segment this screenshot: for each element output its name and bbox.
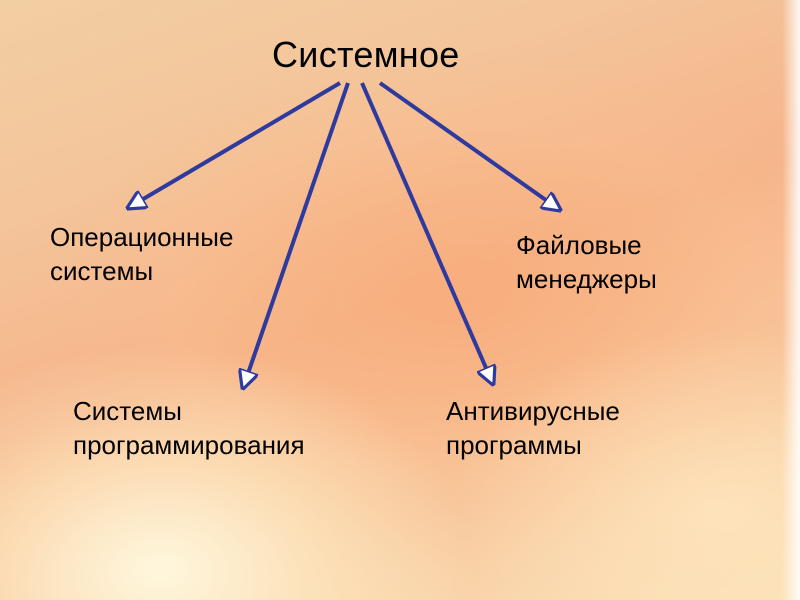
node-operating-systems: Операционные системы <box>50 220 233 289</box>
node-label-line: Операционные <box>50 222 234 252</box>
arrow-to-antivirus <box>360 82 493 384</box>
node-label-line: Системы <box>73 396 182 426</box>
arrow-to-programming-systems <box>243 82 350 388</box>
diagram-title: Системное <box>272 34 460 75</box>
node-label-line: Антивирусные <box>446 396 620 426</box>
node-antivirus: Антивирусные программы <box>446 394 620 463</box>
node-label-line: программы <box>446 430 582 461</box>
node-label-line: менеджеры <box>516 264 657 295</box>
node-file-managers: Файловые менеджеры <box>516 228 657 297</box>
node-label-line: программирования <box>73 430 305 461</box>
node-label-line: системы <box>50 256 154 287</box>
node-label-line: Файловые <box>516 230 642 260</box>
arrow-to-file-managers <box>378 81 560 210</box>
arrow-to-operating-systems <box>128 81 342 208</box>
node-programming-systems: Системы программирования <box>73 394 305 463</box>
